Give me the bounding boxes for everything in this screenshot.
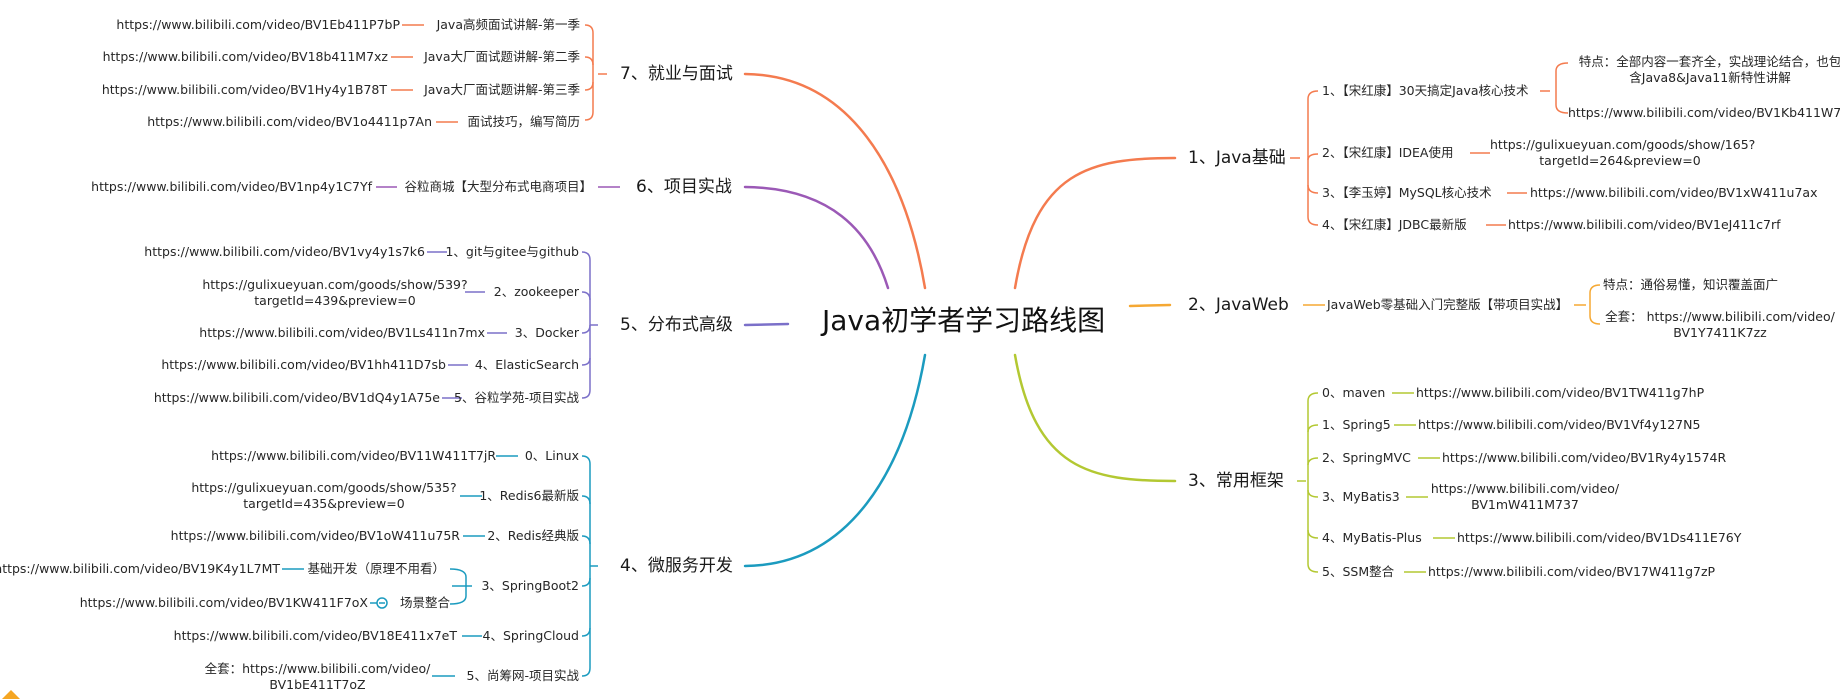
framework-item-link[interactable]: https://www.bilibili.com/video/BV1Ry4y15… (1442, 450, 1727, 465)
distributed-item-label[interactable]: 2、zookeeper (493, 284, 579, 299)
microservice-item-link[interactable]: https://www.bilibili.com/video/BV1oW411u… (170, 528, 460, 543)
framework-item-label[interactable]: 0、maven (1322, 385, 1386, 400)
java-basic-item-label[interactable]: 1、【宋红康】30天搞定Java核心技术 (1322, 83, 1529, 98)
career-item-link[interactable]: https://www.bilibili.com/video/BV1o4411p… (147, 114, 432, 129)
link-line: https://www.bilibili.com/video/ (1430, 481, 1620, 496)
microservice-item-label[interactable]: 0、Linux (524, 448, 579, 463)
link-line: https://gulixueyuan.com/goods/show/535? (191, 480, 457, 495)
springboot-sub-link[interactable]: https://www.bilibili.com/video/BV1KW411F… (79, 595, 368, 610)
link-line: BV1mW411M737 (1471, 497, 1579, 512)
topic-microservice[interactable]: 4、微服务开发 (620, 556, 733, 576)
branch-line-framework (1013, 353, 1177, 483)
career-item-label[interactable]: Java大厂面试题讲解-第二季 (424, 49, 580, 64)
java-basic-item-link[interactable]: https://www.bilibili.com/video/BV1eJ411c… (1508, 217, 1781, 232)
framework-item-link[interactable]: https://www.bilibili.com/video/ BV1mW411… (1425, 481, 1625, 513)
framework-item-label[interactable]: 3、MyBatis3 (1322, 489, 1400, 504)
link-line: 全套：https://www.bilibili.com/video/ (204, 661, 431, 676)
link-line: https://gulixueyuan.com/goods/show/539? (202, 277, 468, 292)
framework-item-link[interactable]: https://www.bilibili.com/video/BV1Vf4y12… (1418, 417, 1701, 432)
javaweb-feature: 特点：通俗易懂，知识覆盖面广 (1603, 277, 1779, 292)
java-basic-item-label[interactable]: 2、【宋红康】IDEA使用 (1322, 145, 1454, 160)
java-basic-item-label[interactable]: 3、【李玉婷】MySQL核心技术 (1322, 185, 1492, 200)
springboot-sub-link[interactable]: https://www.bilibili.com/video/BV19K4y1L… (0, 561, 280, 576)
distributed-item-label[interactable]: 1、git与gitee与github (445, 244, 579, 259)
link-line: targetId=264&preview=0 (1539, 153, 1701, 168)
framework-item-link[interactable]: https://www.bilibili.com/video/BV1Ds411E… (1457, 530, 1742, 545)
branch-line-distributed (743, 322, 790, 327)
topic-project[interactable]: 6、项目实战 (636, 177, 732, 197)
microservice-item-link[interactable]: https://www.bilibili.com/video/BV18E411x… (173, 628, 457, 643)
feature-line: 特点：全部内容一套齐全，实战理论结合，也包 (1578, 54, 1840, 69)
topic-javaweb[interactable]: 2、JavaWeb (1188, 295, 1289, 315)
distributed-item-label[interactable]: 3、Docker (514, 325, 579, 340)
distributed-item-link[interactable]: https://www.bilibili.com/video/BV1dQ4y1A… (153, 390, 440, 405)
branch-line-microservice (743, 353, 927, 568)
distributed-item-label[interactable]: 5、谷粒学苑-项目实战 (454, 390, 579, 405)
javaweb-course[interactable]: JavaWeb零基础入门完整版【带项目实战】 (1327, 297, 1569, 312)
career-item-label[interactable]: Java高频面试讲解-第一季 (436, 17, 580, 32)
microservice-item-label[interactable]: 1、Redis6最新版 (479, 488, 579, 503)
java-basic-feature: 特点：全部内容一套齐全，实战理论结合，也包 含Java8&Java11新特性讲解 (1560, 54, 1840, 86)
link-line: targetId=439&preview=0 (254, 293, 416, 308)
distributed-item-link[interactable]: https://www.bilibili.com/video/BV1Ls411n… (199, 325, 485, 340)
app-logo-icon (2, 690, 20, 699)
career-item-link[interactable]: https://www.bilibili.com/video/BV18b411M… (102, 49, 388, 64)
branch-line-career (743, 72, 927, 290)
link-line: BV1bE411T7oZ (269, 677, 366, 692)
link-line: targetId=435&preview=0 (243, 496, 405, 511)
project-item-label[interactable]: 谷粒商城【大型分布式电商项目】 (404, 179, 592, 194)
topic-java-basic[interactable]: 1、Java基础 (1188, 148, 1286, 168)
microservice-item-label[interactable]: 2、Redis经典版 (487, 528, 579, 543)
topic-distributed[interactable]: 5、分布式高级 (620, 315, 733, 335)
link-line: 全套： https://www.bilibili.com/video/ (1605, 309, 1835, 324)
distributed-item-link[interactable]: https://www.bilibili.com/video/BV1vy4y1s… (144, 244, 425, 259)
distributed-item-link[interactable]: https://gulixueyuan.com/goods/show/539? … (200, 277, 470, 309)
springboot-sub-label[interactable]: 基础开发（原理不用看） (307, 561, 445, 576)
link-line: BV1Y7411K7zz (1673, 325, 1767, 340)
java-basic-item-link[interactable]: https://www.bilibili.com/video/BV1xW411u… (1530, 185, 1818, 200)
career-item-link[interactable]: https://www.bilibili.com/video/BV1Hy4y1B… (101, 82, 387, 97)
branch-line-javaweb (1128, 303, 1172, 308)
career-item-label[interactable]: Java大厂面试题讲解-第三季 (424, 82, 580, 97)
java-basic-item-label[interactable]: 4、【宋红康】JDBC最新版 (1322, 217, 1467, 232)
springboot-sub-label[interactable]: 场景整合 (399, 595, 450, 610)
javaweb-link[interactable]: 全套： https://www.bilibili.com/video/ BV1Y… (1602, 309, 1838, 341)
root-topic[interactable]: Java初学者学习路线图 (822, 304, 1106, 337)
framework-item-link[interactable]: https://www.bilibili.com/video/BV1TW411g… (1416, 385, 1705, 400)
framework-item-label[interactable]: 1、Spring5 (1322, 417, 1391, 432)
framework-item-label[interactable]: 2、SpringMVC (1322, 450, 1411, 465)
framework-item-link[interactable]: https://www.bilibili.com/video/BV17W411g… (1428, 564, 1716, 579)
link-line: https://gulixueyuan.com/goods/show/165? (1490, 137, 1756, 152)
java-basic-item-link[interactable]: https://www.bilibili.com/video/BV1Kb411W… (1568, 105, 1840, 120)
branch-line-java-basic (1013, 156, 1177, 290)
microservice-item-label[interactable]: 5、尚筹网-项目实战 (466, 668, 579, 683)
microservice-item-link[interactable]: 全套：https://www.bilibili.com/video/ BV1bE… (200, 661, 435, 693)
project-item-link[interactable]: https://www.bilibili.com/video/BV1np4y1C… (91, 179, 372, 194)
distributed-item-label[interactable]: 4、ElasticSearch (474, 357, 579, 372)
branch-line-project (743, 185, 890, 290)
distributed-item-link[interactable]: https://www.bilibili.com/video/BV1hh411D… (161, 357, 446, 372)
feature-line: 含Java8&Java11新特性讲解 (1629, 70, 1791, 85)
microservice-item-link[interactable]: https://gulixueyuan.com/goods/show/535? … (190, 480, 458, 512)
career-item-link[interactable]: https://www.bilibili.com/video/BV1Eb411P… (116, 17, 400, 32)
topic-career[interactable]: 7、就业与面试 (620, 64, 733, 84)
framework-item-label[interactable]: 4、MyBatis-Plus (1322, 530, 1422, 545)
topic-framework[interactable]: 3、常用框架 (1188, 471, 1284, 491)
framework-item-label[interactable]: 5、SSM整合 (1322, 564, 1395, 579)
java-basic-item-link[interactable]: https://gulixueyuan.com/goods/show/165? … (1490, 137, 1756, 169)
career-item-label[interactable]: 面试技巧，编写简历 (467, 114, 580, 129)
microservice-item-link[interactable]: https://www.bilibili.com/video/BV11W411T… (211, 448, 496, 463)
microservice-item-label[interactable]: 4、SpringCloud (482, 628, 580, 643)
microservice-item-label[interactable]: 3、SpringBoot2 (481, 578, 579, 593)
